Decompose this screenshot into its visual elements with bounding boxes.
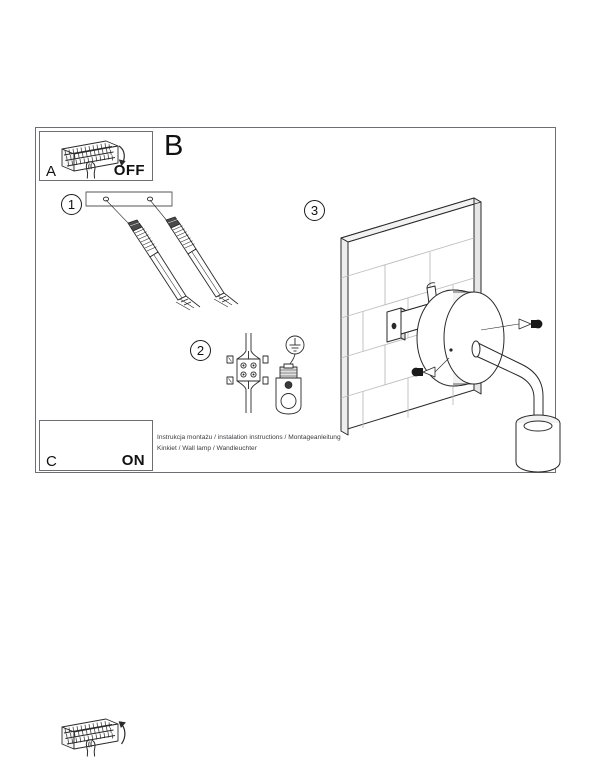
panel-a-state-label: OFF — [113, 162, 145, 179]
wall-plate-anchors-screws-icon — [84, 190, 239, 311]
panel-a-letter: A — [46, 163, 57, 180]
panel-a-power-off: A OFF — [39, 131, 153, 181]
panel-c-state-label: ON — [121, 452, 145, 469]
instruction-caption: Instrukcja montażu / instalation instruc… — [157, 433, 417, 454]
caption-line-product: Kinkiet / Wall lamp / Wandleuchter — [157, 444, 257, 452]
terminal-block-earth-connector-icon — [216, 333, 322, 415]
panel-c-power-on: C ON — [39, 420, 153, 757]
step-2-badge: 2 — [190, 340, 211, 361]
caption-line-languages: Instrukcja montażu / instalation instruc… — [157, 434, 341, 441]
panel-c-letter: C — [46, 453, 57, 470]
instruction-frame: A OFF B 1 — [35, 127, 561, 757]
step-1-badge: 1 — [61, 194, 82, 215]
fuse-box-hand-switch-off-icon — [58, 137, 144, 181]
panel-b-letter: B — [164, 130, 184, 162]
instruction-sheet: A OFF B 1 — [35, 127, 561, 757]
fuse-box-hand-switch-on-icon — [58, 715, 144, 759]
step-3-badge: 3 — [304, 200, 325, 221]
wall-lamp-mounting-tiled-wall-icon — [331, 190, 581, 473]
